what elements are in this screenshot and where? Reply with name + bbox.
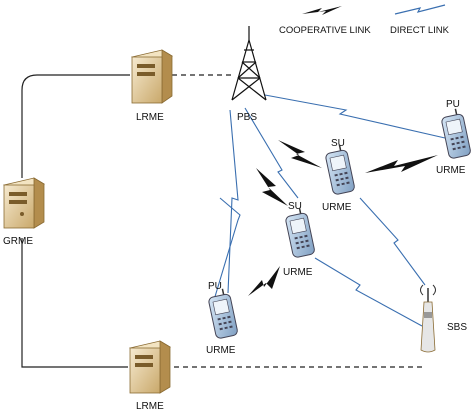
lrme-bottom-server-icon	[128, 340, 172, 394]
pbs-label: PBS	[237, 112, 257, 123]
su-mid-type-label: URME	[322, 202, 352, 213]
coop-link-pbs-su-center	[256, 168, 288, 206]
coop-link-su-mid-pu-right	[365, 155, 438, 173]
su-center-phone-icon	[285, 207, 315, 258]
grme-label: GRME	[3, 236, 33, 247]
pu-right-phone-icon	[441, 108, 471, 159]
lrme-bottom-label: LRME	[136, 401, 164, 412]
pu-left-phone-icon	[208, 288, 238, 339]
direct-link-pbs-su-center	[244, 107, 299, 199]
grme-server-icon	[2, 177, 46, 229]
direct-link-legend-label: DIRECT LINK	[390, 25, 450, 36]
direct-link-pbs-urme-left	[213, 197, 241, 301]
direct-link-pbs-pu-right	[264, 94, 446, 139]
pbs-tower-icon	[231, 26, 267, 101]
direct-link-pbs-pu-left	[227, 109, 239, 294]
lrme-top-label: LRME	[136, 112, 164, 123]
su-center-role-label: SU	[288, 201, 302, 212]
pu-right-type-label: URME	[436, 165, 466, 176]
pu-left-type-label: URME	[206, 345, 236, 356]
su-center-type-label: URME	[283, 267, 313, 278]
pu-left-role-label: PU	[208, 281, 222, 292]
pu-right-role-label: PU	[446, 99, 460, 110]
legend: COOPERATIVE LINK DIRECT LINK	[279, 4, 450, 36]
lrme-top-server-icon	[130, 49, 174, 104]
cooperative-link-legend-icon	[302, 6, 342, 15]
wire-grme-lrme-bottom	[21, 238, 128, 368]
su-mid-role-label: SU	[331, 138, 345, 149]
direct-link-su-mid-sbs	[359, 197, 426, 286]
su-mid-phone-icon	[325, 144, 355, 195]
wire-grme-lrme-top	[21, 74, 130, 178]
coop-link-pbs-su-mid	[278, 140, 322, 168]
direct-link-su-center-sbs	[314, 257, 423, 327]
sbs-antenna-icon	[420, 284, 436, 353]
cooperative-link-legend-label: COOPERATIVE LINK	[279, 25, 371, 36]
direct-link-legend-icon	[394, 4, 446, 15]
sbs-label: SBS	[447, 322, 467, 333]
coop-link-pu-left-su-center	[248, 266, 280, 296]
